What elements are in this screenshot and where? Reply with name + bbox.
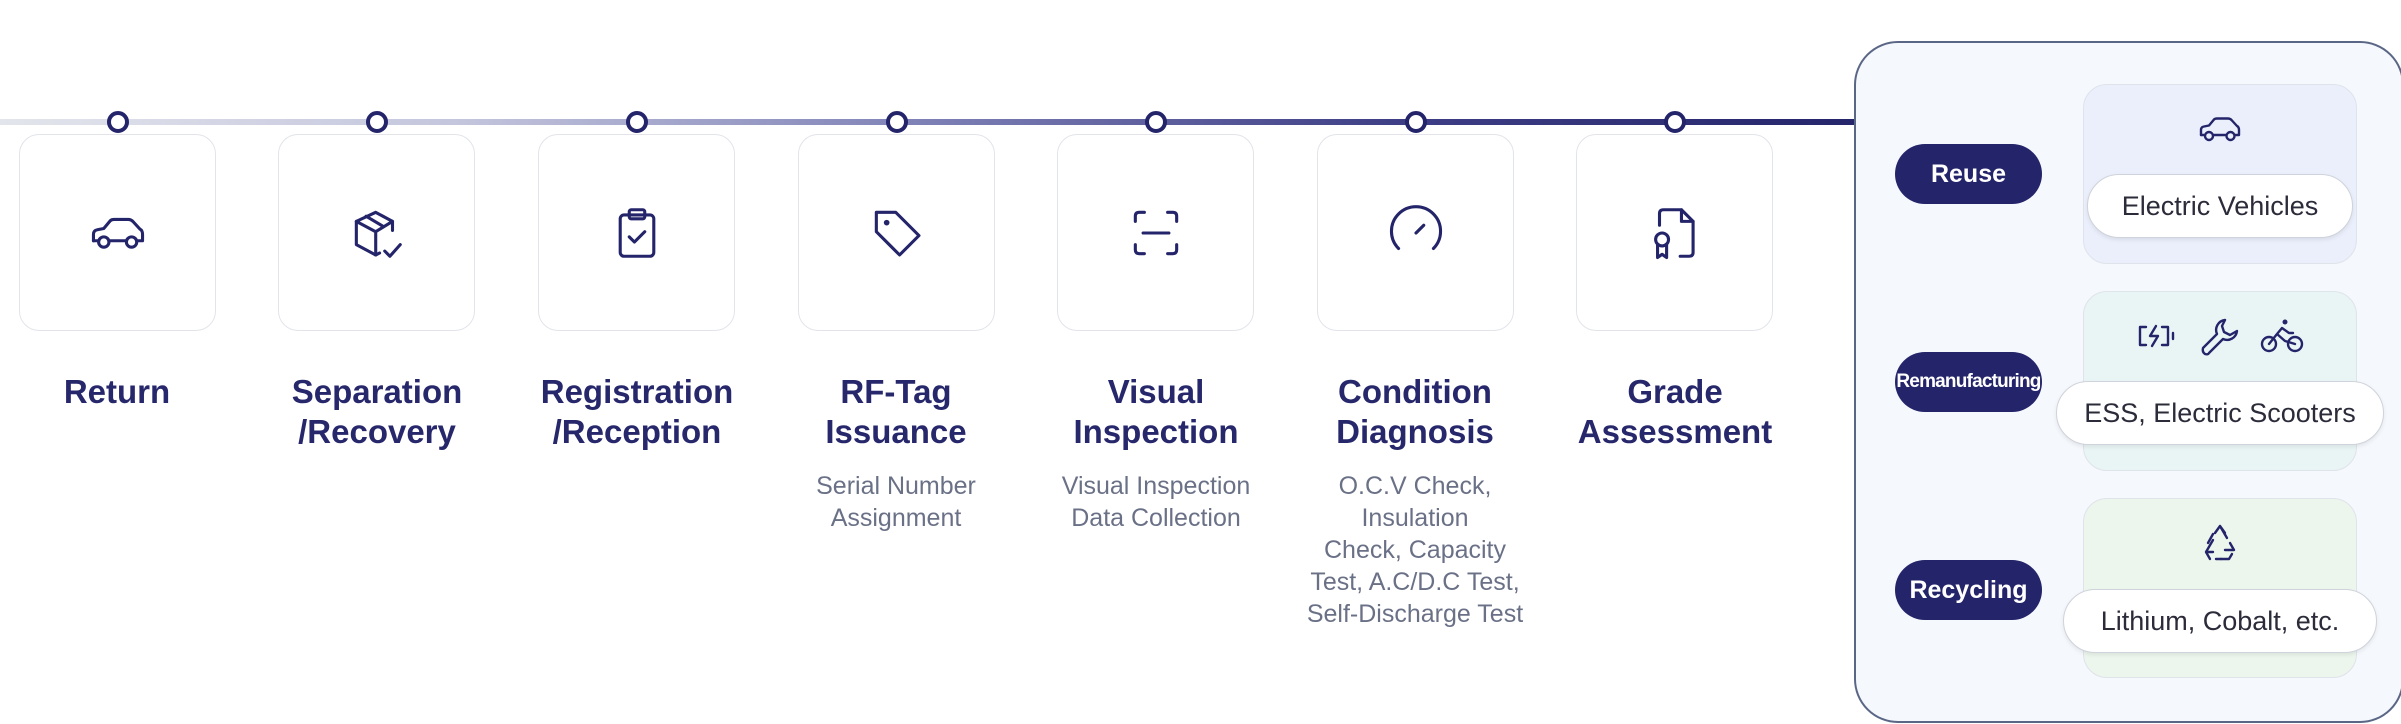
- step-card-rf-tag: [798, 134, 995, 331]
- step-card-separation: [278, 134, 475, 331]
- timeline-node: [886, 111, 908, 133]
- category-badge-reuse: Reuse: [1895, 144, 2042, 204]
- step-title: RF-Tag Issuance: [825, 373, 967, 450]
- step-card-grade-assessment: [1576, 134, 1773, 331]
- bicycle-icon: [2260, 319, 2304, 353]
- step-description: O.C.V Check, Insulation Check, Capacity …: [1306, 472, 1524, 628]
- timeline-node: [626, 111, 648, 133]
- step-card-visual-inspection: [1057, 134, 1254, 331]
- timeline-node: [107, 111, 129, 133]
- gauge-icon: [1389, 204, 1442, 250]
- tag-icon: [874, 210, 921, 257]
- car-icon: [2199, 117, 2241, 142]
- timeline-node: [1405, 111, 1427, 133]
- timeline-node: [1145, 111, 1167, 133]
- step-title: Visual Inspection: [1073, 373, 1239, 450]
- outcome-label-recycling: Lithium, Cobalt, etc.: [2063, 589, 2377, 653]
- outcome-label-remanufacturing: ESS, Electric Scooters: [2056, 381, 2384, 445]
- category-badge-remanufacturing: Remanufacturing: [1895, 352, 2042, 412]
- process-timeline: [0, 119, 1855, 125]
- step-card-condition-diagnosis: [1317, 134, 1514, 331]
- timeline-node: [366, 111, 388, 133]
- step-title: Grade Assessment: [1577, 373, 1773, 450]
- car-icon: [91, 217, 144, 249]
- certificate-icon: [1653, 207, 1695, 259]
- wrench-icon: [2201, 318, 2239, 356]
- recycle-icon: [2204, 524, 2236, 561]
- battery-charging-icon: [2138, 324, 2175, 348]
- step-card-return: [19, 134, 216, 331]
- category-badge-recycling: Recycling: [1895, 560, 2042, 620]
- timeline-node: [1664, 111, 1686, 133]
- package-check-icon: [354, 210, 402, 258]
- outcome-label-reuse: Electric Vehicles: [2087, 174, 2353, 238]
- step-title: Return: [63, 373, 171, 410]
- step-description: Visual Inspection Data Collection: [1061, 472, 1251, 532]
- step-title: Condition Diagnosis: [1336, 373, 1494, 450]
- step-card-registration: [538, 134, 735, 331]
- step-description: Serial Number Assignment: [816, 472, 976, 532]
- step-title: Registration /Reception: [540, 373, 734, 450]
- clipboard-check-icon: [618, 207, 655, 258]
- step-title: Separation /Recovery: [291, 373, 463, 450]
- scan-icon: [1133, 210, 1178, 255]
